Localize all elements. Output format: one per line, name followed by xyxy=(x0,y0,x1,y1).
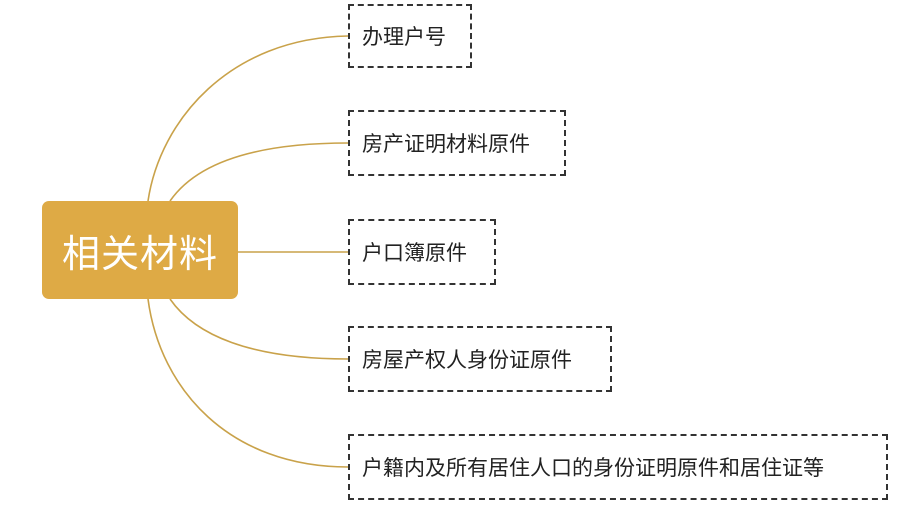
connector-line-0 xyxy=(147,35,349,202)
subtopic-node-household-register[interactable]: 户口簿原件 xyxy=(348,219,496,285)
subtopic-node-owner-id-card[interactable]: 房屋产权人身份证原件 xyxy=(348,326,612,392)
connector-line-4 xyxy=(147,298,349,468)
root-topic-label: 相关材料 xyxy=(61,231,218,276)
subtopic-label: 办理户号 xyxy=(362,25,446,49)
subtopic-label: 房产证明材料原件 xyxy=(362,132,530,156)
subtopic-label: 房屋产权人身份证原件 xyxy=(362,348,572,372)
subtopic-label: 户口簿原件 xyxy=(362,241,467,265)
subtopic-node-account-number[interactable]: 办理户号 xyxy=(348,4,472,68)
root-topic-node[interactable]: 相关材料 xyxy=(42,201,238,299)
subtopic-node-resident-identity-documents[interactable]: 户籍内及所有居住人口的身份证明原件和居住证等 xyxy=(348,434,888,500)
connector-line-1 xyxy=(169,142,349,202)
connector-line-3 xyxy=(169,298,349,360)
subtopic-label: 户籍内及所有居住人口的身份证明原件和居住证等 xyxy=(362,456,824,480)
subtopic-node-property-certificate[interactable]: 房产证明材料原件 xyxy=(348,110,566,176)
